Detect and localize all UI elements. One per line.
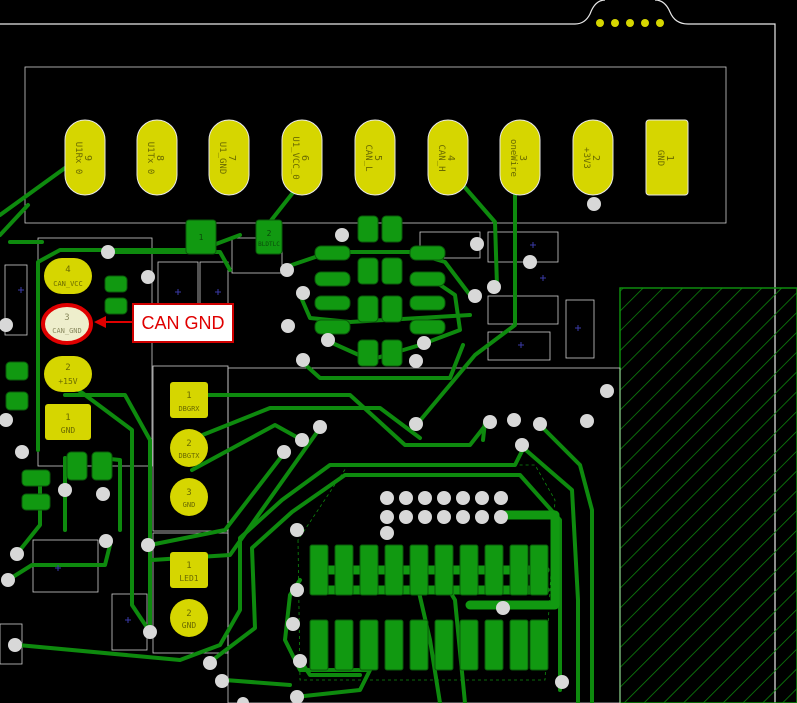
small-part-1: 1 — [185, 219, 217, 255]
svg-text:oneWire: oneWire — [508, 139, 518, 177]
svg-text:6: 6 — [299, 155, 310, 161]
svg-text:GND: GND — [655, 150, 665, 166]
svg-text:U1_GND: U1_GND — [217, 142, 227, 175]
svg-text:3: 3 — [186, 488, 191, 498]
thick-bus — [315, 510, 560, 610]
svg-text:CAN_H: CAN_H — [436, 144, 446, 171]
svg-text:1: 1 — [199, 233, 204, 242]
svg-text:2: 2 — [186, 609, 191, 619]
svg-text:2: 2 — [186, 439, 191, 449]
svg-text:5: 5 — [372, 155, 383, 161]
top-header-vias — [596, 19, 664, 27]
svg-text:BLDTLC: BLDTLC — [258, 241, 280, 248]
svg-text:+15V: +15V — [58, 377, 77, 386]
svg-text:9: 9 — [82, 155, 93, 161]
svg-text:DBGRX: DBGRX — [178, 405, 200, 413]
svg-text:2: 2 — [590, 155, 601, 161]
svg-text:DBGTX: DBGTX — [178, 452, 200, 460]
svg-text:LED1: LED1 — [179, 574, 198, 583]
svg-text:3: 3 — [64, 313, 69, 323]
svg-text:2: 2 — [267, 229, 272, 238]
svg-text:U1Rx 0: U1Rx 0 — [73, 142, 83, 175]
header-pin-7: 7U1_GND — [208, 119, 250, 196]
svg-text:1: 1 — [65, 413, 70, 423]
svg-text:+3V3: +3V3 — [581, 147, 591, 169]
ic-pads-top — [309, 544, 549, 596]
svg-text:3: 3 — [517, 155, 528, 161]
svg-text:1: 1 — [186, 391, 191, 401]
header-pin-2: 2+3V3 — [572, 119, 614, 196]
svg-text:4: 4 — [65, 265, 70, 275]
svg-text:1: 1 — [186, 561, 191, 571]
small-part-2: 2 BLDTLC — [255, 219, 283, 255]
svg-text:CAN_VCC: CAN_VCC — [53, 280, 83, 288]
plus-markers — [18, 242, 581, 623]
svg-text:CAN_L: CAN_L — [363, 144, 373, 171]
svg-text:CAN_GND: CAN_GND — [52, 327, 82, 335]
svg-text:U1Tx 0: U1Tx 0 — [145, 142, 155, 175]
callout-arrow — [94, 316, 132, 328]
vias — [0, 197, 614, 703]
svg-text:GND: GND — [183, 501, 196, 509]
can-gnd-callout: CAN GND — [132, 303, 234, 343]
svg-text:4: 4 — [445, 155, 456, 161]
can-pin-2: 2 +15V — [44, 356, 92, 392]
svg-text:7: 7 — [226, 155, 237, 161]
svg-text:GND: GND — [182, 621, 197, 630]
svg-text:GND: GND — [61, 426, 76, 435]
svg-text:U1_VCC_0: U1_VCC_0 — [290, 136, 300, 179]
header-pin-6: 6U1_VCC_0 — [281, 119, 323, 196]
board-outline — [0, 0, 776, 703]
ic-pads-bottom — [309, 619, 549, 671]
smd-resistors — [5, 215, 446, 511]
copper-pour — [619, 287, 797, 703]
svg-text:2: 2 — [65, 363, 70, 373]
svg-text:8: 8 — [154, 155, 165, 161]
svg-text:1: 1 — [664, 155, 675, 161]
